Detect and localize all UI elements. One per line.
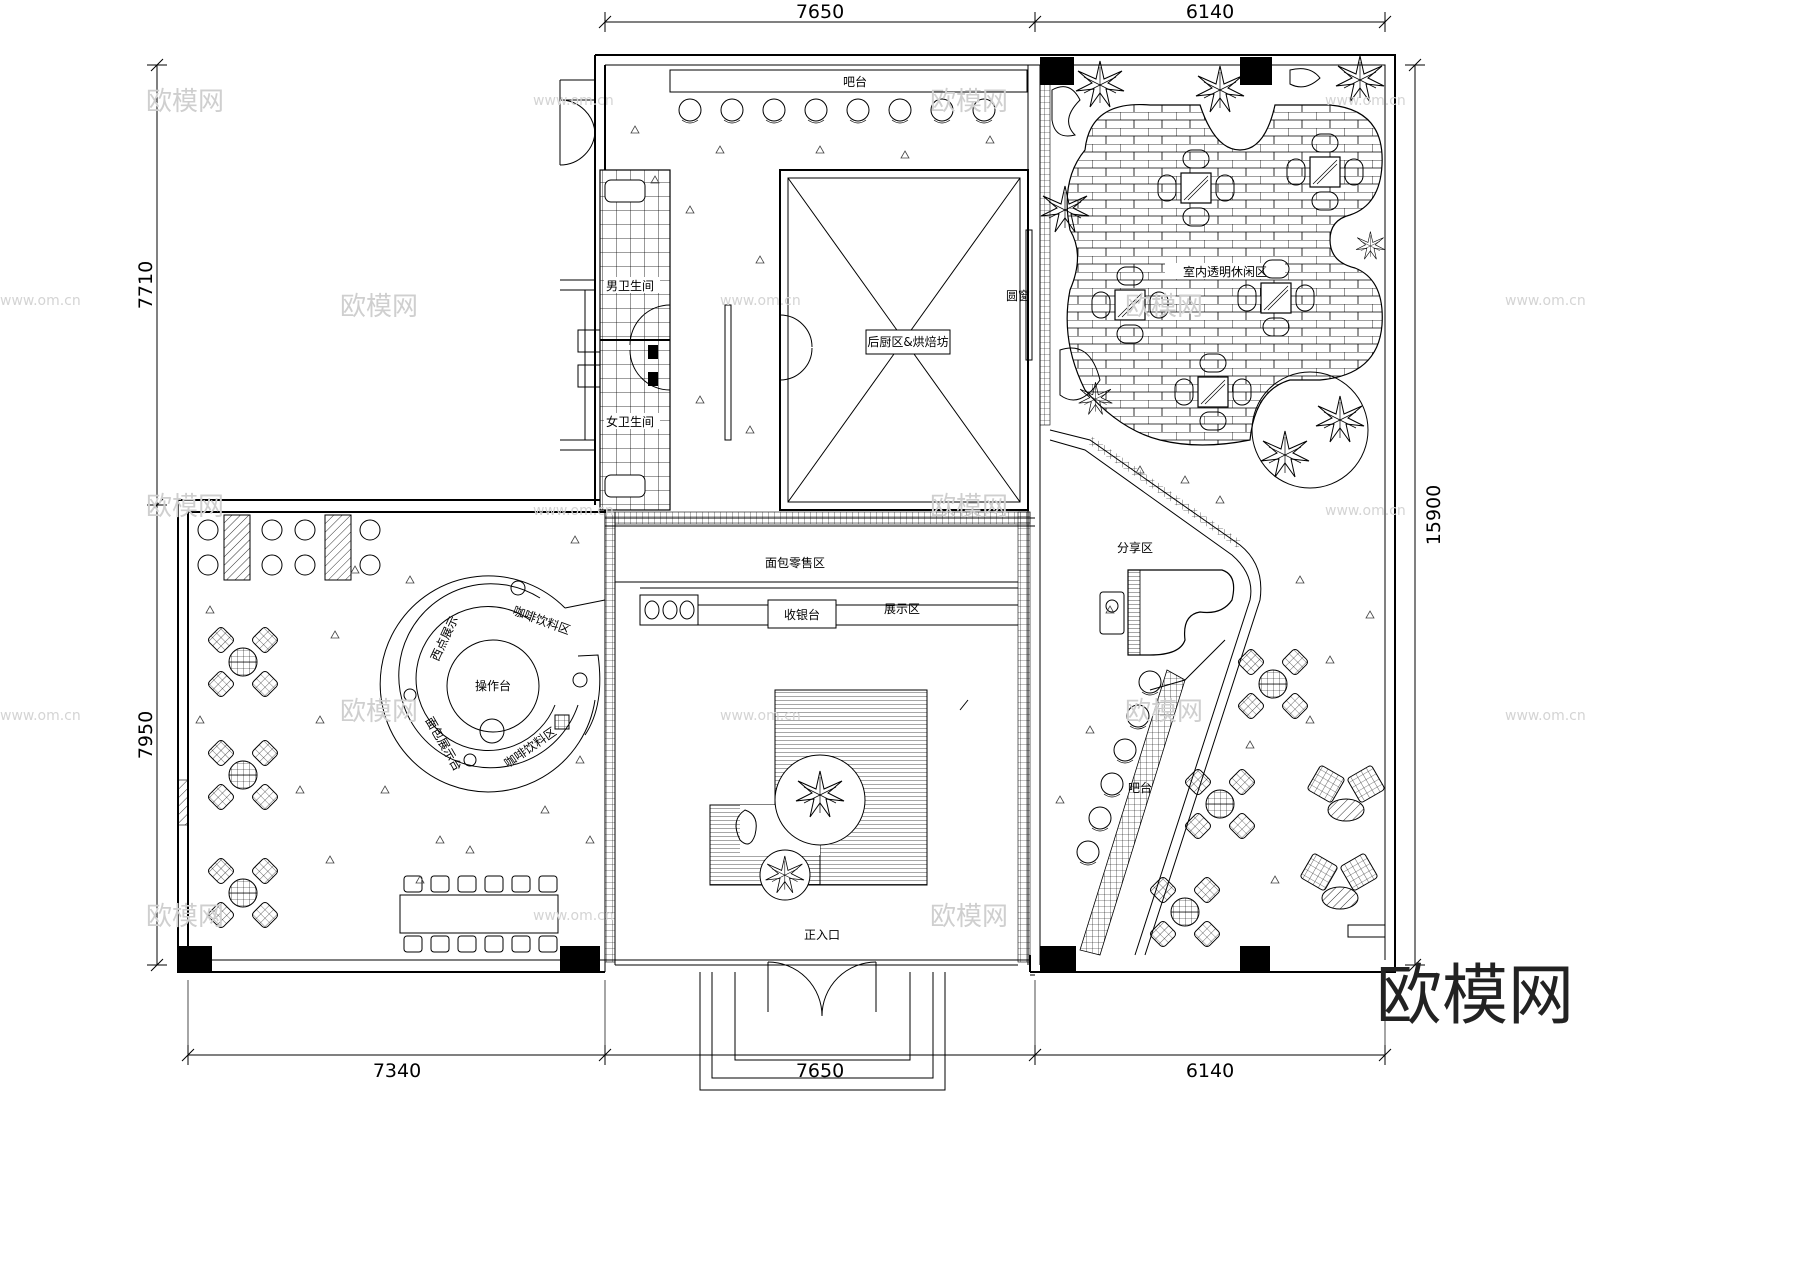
label-coffee-drinks-1: 咖啡饮料区: [511, 603, 573, 638]
label-bg-lounge: [1165, 263, 1285, 279]
restroom-fixture-2: [648, 372, 658, 386]
grand-piano: [1099, 569, 1235, 656]
watermark-2: 欧模网: [340, 292, 418, 322]
watermark-site-6: www.om.cn: [1325, 503, 1406, 519]
cafe-table-sets-left: [206, 625, 280, 930]
label-indoor-lounge: 室内透明休闲区: [1183, 264, 1267, 279]
watermark-3: 欧模网: [930, 87, 1008, 117]
side-door[interactable]: [559, 80, 596, 166]
bar-counter-edge: [1149, 639, 1226, 691]
dim-left-1: 7710: [135, 261, 157, 309]
label-bg-mens: [604, 277, 660, 293]
watermark-site-5: www.om.cn: [533, 503, 614, 519]
lounge-rocks: [1051, 68, 1321, 401]
label-womens-restroom: 女卫生间: [606, 414, 654, 429]
main-entrance-door[interactable]: [699, 961, 946, 1091]
display-counter: [698, 604, 1018, 626]
sharing-step: [1347, 924, 1386, 938]
label-operation: 操作台: [475, 678, 511, 693]
label-main-entrance: 正入口: [804, 928, 840, 942]
label-bread-retail: 面包零售区: [765, 555, 825, 570]
booth-seating: [197, 514, 381, 581]
dim-left-2: 7950: [135, 711, 157, 759]
watermark-10: 欧模网: [930, 902, 1008, 932]
watermark-site-2: www.om.cn: [720, 293, 801, 309]
watermark-site-10: www.om.cn: [0, 293, 81, 309]
sink-1: [577, 329, 601, 353]
sharing-wall-hatch: [1087, 436, 1243, 549]
sharing-lounge-chairs: [1300, 765, 1385, 910]
sink-2: [577, 364, 601, 388]
label-window: 圆窗: [1006, 289, 1030, 303]
dim-right-1: 15900: [1423, 485, 1445, 545]
restroom-window: [560, 279, 595, 451]
label-sharing: 分享区: [1117, 540, 1153, 555]
watermark-site-8: www.om.cn: [1505, 708, 1586, 724]
label-display: 展示区: [884, 602, 920, 616]
label-kitchen: 后厨区&烘焙坊: [867, 334, 948, 349]
wall-strip-west: [177, 779, 189, 826]
watermark-8: 欧模网: [1125, 697, 1203, 727]
kitchen-label-box: [865, 329, 951, 355]
watermark-site-4: www.om.cn: [1505, 293, 1586, 309]
watermark-6: 欧模网: [930, 492, 1008, 522]
corridor-rail: [724, 304, 732, 441]
watermark-9: 欧模网: [146, 902, 224, 932]
wall-strip-right: [1017, 511, 1031, 963]
label-cashier: 收银台: [784, 607, 820, 622]
watermark-5: 欧模网: [146, 492, 224, 522]
retail-sink-counter: [639, 594, 699, 626]
bar-counter-top: [669, 69, 1028, 93]
label-bar-top: 吧台: [843, 74, 867, 89]
label-western-display: 西点展示: [428, 614, 461, 663]
planter-circle-lounge: [1251, 371, 1369, 489]
kitchen-room: [779, 169, 1029, 511]
dim-bottom-3: 6140: [1186, 1060, 1234, 1082]
toilet-1: [604, 179, 646, 203]
watermark-1: 欧模网: [146, 87, 224, 117]
label-bar-right: 吧台: [1128, 780, 1152, 795]
cashier-box: [767, 599, 837, 629]
round-window: [1025, 229, 1033, 361]
wall-strip-lounge: [1039, 79, 1051, 426]
retail-counter-line: [615, 581, 1018, 589]
dim-bottom-2: 7650: [796, 1060, 844, 1082]
restroom-doors[interactable]: [629, 304, 671, 391]
long-table: [399, 894, 559, 934]
operation-counter: [379, 575, 606, 793]
wall-strip-left: [604, 511, 616, 963]
bar-counter-right: [1079, 669, 1186, 956]
sharing-wall-path: [1049, 429, 1262, 956]
retail-sinks: [644, 600, 695, 620]
label-mens-restroom: 男卫生间: [606, 279, 654, 293]
watermark-site-1: www.om.cn: [533, 93, 614, 109]
watermark-site-9: www.om.cn: [533, 908, 614, 924]
wall-strip-top: [614, 511, 1031, 525]
sharing-wall-path-inner: [1049, 439, 1252, 956]
watermark-site-7: www.om.cn: [720, 708, 801, 724]
person-figure: [735, 809, 757, 845]
dim-top-1: 7650: [796, 1, 844, 23]
dim-bottom-1: 7340: [373, 1060, 421, 1082]
watermark-7: 欧模网: [340, 697, 418, 727]
dim-top-2: 6140: [1186, 1, 1234, 23]
restroom-fixture-1: [648, 345, 658, 359]
label-bg-womens: [604, 413, 660, 429]
watermark-4: 欧模网: [1125, 292, 1203, 322]
dimension-lines: [147, 12, 1425, 1065]
toilet-2: [604, 474, 646, 498]
watermark-site-3: www.om.cn: [1325, 93, 1406, 109]
kitchen-door[interactable]: [779, 314, 813, 381]
structural-columns: [178, 57, 1272, 972]
brand-logo: 欧模网: [1376, 957, 1574, 1034]
long-table-chairs: [403, 875, 558, 953]
watermarks: 欧模网 www.om.cn 欧模网 www.om.cn 欧模网 www.om.c…: [0, 87, 1586, 932]
kitchen-inner: [787, 177, 1021, 503]
watermark-site-11: www.om.cn: [0, 708, 81, 724]
floor-mark: [959, 699, 969, 711]
